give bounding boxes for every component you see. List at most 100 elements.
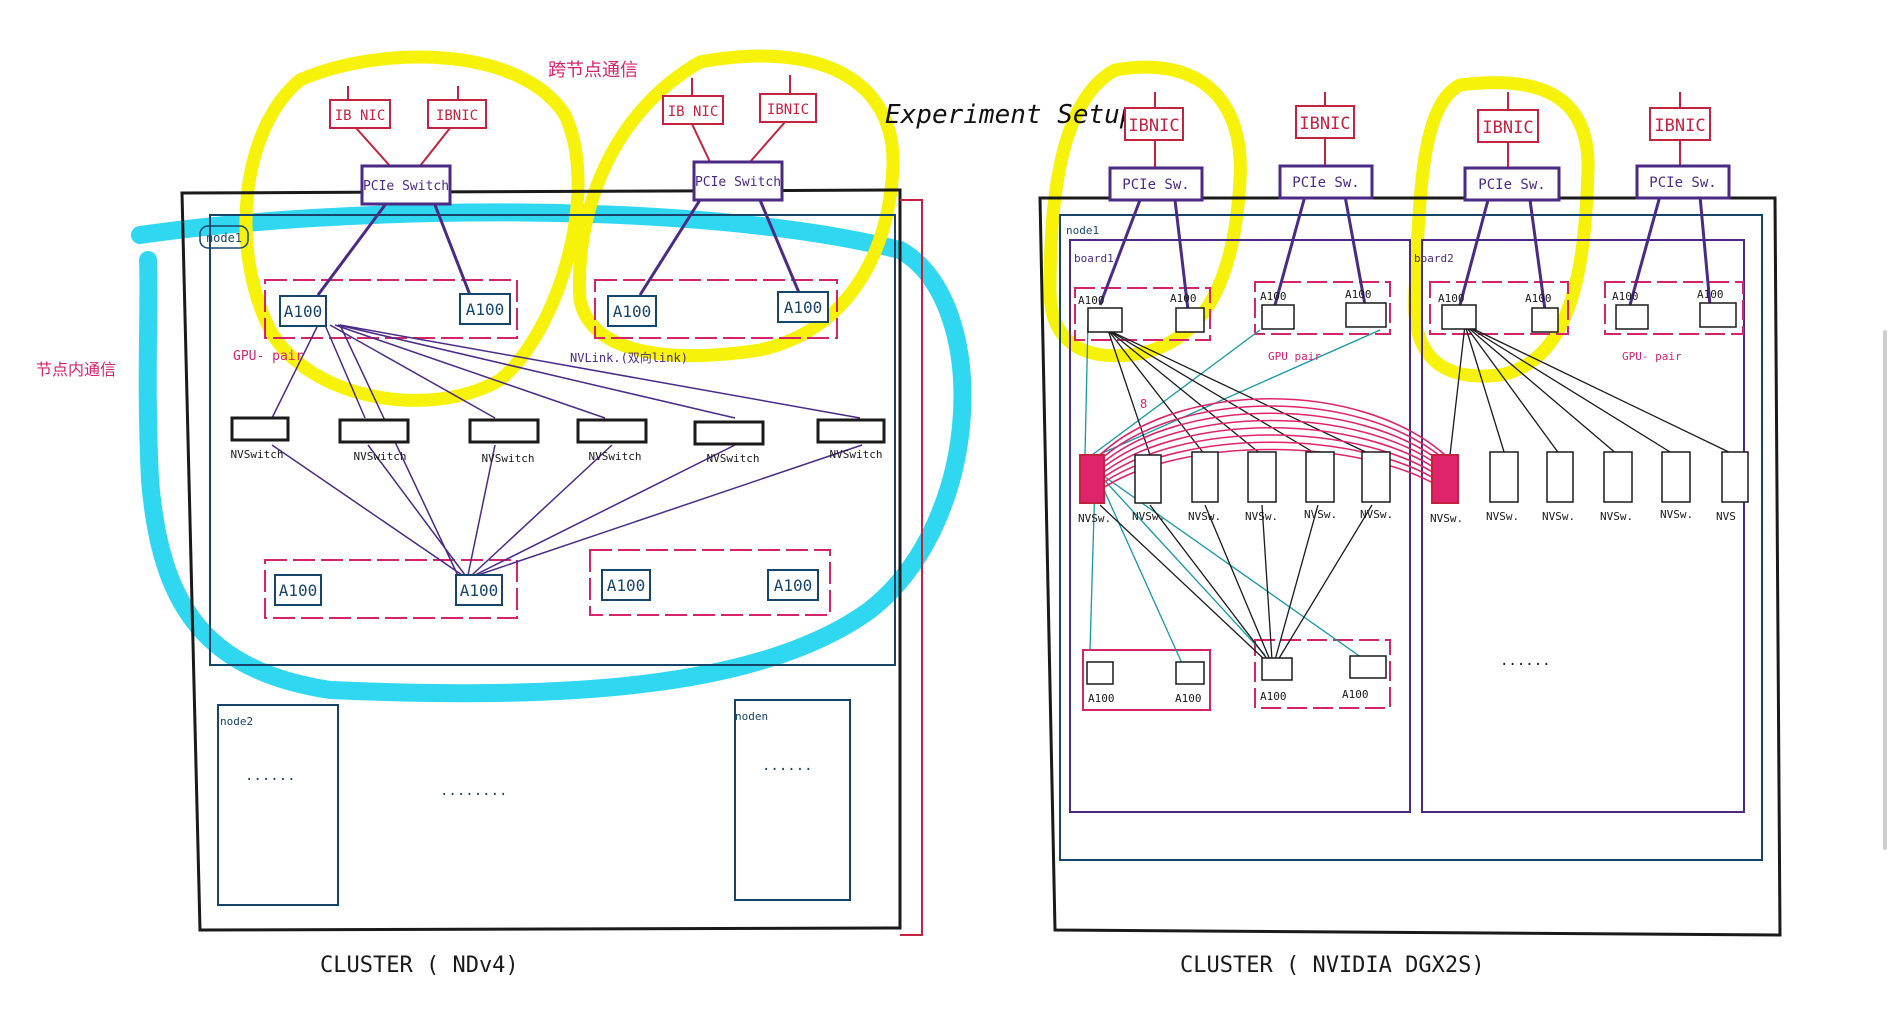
nvswitch-label: NVSw. (1542, 510, 1575, 523)
inter-node-note: 跨节点通信 (548, 60, 638, 81)
ndv4-gpus: A100 A100 A100 A100 A100 A100 A100 A100 (274, 291, 829, 606)
gpu-box (1699, 302, 1737, 328)
nvswitch-box (1661, 451, 1691, 503)
scrollbar-track[interactable] (1880, 0, 1888, 1036)
nvswitch-box (468, 418, 540, 444)
pcie-switch-box (1463, 166, 1561, 202)
gpu-label: A100 (1260, 690, 1287, 703)
nvswitch-label: NVSwitch (707, 452, 760, 465)
nvswitch-box (576, 418, 648, 444)
dgx2-labels: node1 board1 board2 GPU pair GPU- pair 8… (1066, 224, 1682, 978)
gpu-label: A100 (1078, 294, 1105, 307)
gpu-label: A100 (1525, 292, 1552, 305)
ndv4-pcie-switches: PCIe Switch PCIe Switch (360, 160, 784, 206)
gpu-box (601, 569, 651, 601)
nvswitch-box (1603, 451, 1633, 503)
nvswitch-label: NVSw. (1660, 508, 1693, 521)
inter-node-highlight-left-a (239, 50, 585, 407)
ib-nic-label: IBNIC (1299, 114, 1350, 134)
dgx2-pcie-switches: PCIe Sw. PCIe Sw. PCIe Sw. PCIe Sw. (1108, 164, 1731, 202)
ib-nic-label: IBNIC (1128, 116, 1179, 136)
gpu-box (1261, 657, 1293, 681)
gpu-box (459, 293, 511, 325)
board2-dots: ...... (1500, 653, 1551, 669)
gpu-label: A100 (784, 298, 823, 317)
cluster-dots: ........ (440, 783, 507, 799)
nvswitch-label: NVSwitch (354, 450, 407, 463)
board1-frame (1069, 239, 1411, 813)
node1-label: node1 (206, 231, 242, 245)
nvswitch-box (1489, 451, 1519, 503)
nvswitch-box (1191, 451, 1219, 503)
pcie-switch-label: PCIe Sw. (1122, 177, 1189, 193)
gpu-box (1615, 304, 1649, 330)
ib-nic-label: IBNIC (767, 102, 809, 118)
cluster-frame (180, 188, 902, 932)
gpu-pair-box-4 (589, 549, 831, 616)
dgx2-gpus: A100 A100 A100 A100 A100 A100 A100 A100 … (1078, 288, 1737, 705)
pcie-switch-box (692, 160, 784, 202)
gpu-box (1349, 655, 1387, 679)
gpu-pair-box-2 (594, 279, 838, 339)
gpu-label: A100 (613, 302, 652, 321)
gpu-label: A100 (284, 302, 323, 321)
gpu-pair-box (1254, 639, 1391, 709)
ndv4-nvswitches: NVSwitch NVSwitch NVSwitch NVSwitch NVSw… (230, 416, 886, 465)
nvswitch-box (1305, 451, 1335, 503)
gpu-pair-box (1254, 281, 1391, 335)
intra-node-highlight (131, 203, 972, 703)
gpu-pair-label: GPU pair (1268, 350, 1321, 363)
gpu-label: A100 (460, 581, 499, 600)
ib-nic-box (1295, 105, 1355, 139)
nvswitch-label: NVSw. (1245, 510, 1278, 523)
gpu-label: A100 (774, 576, 813, 595)
gpu-label: A100 (1170, 292, 1197, 305)
nvswitch-box (1431, 454, 1459, 504)
gpu-box (777, 291, 829, 323)
gpu-box (767, 569, 819, 601)
node2-dots: ...... (245, 768, 296, 784)
nvswitch-label: NVSwitch (830, 448, 883, 461)
ib-nic-box (329, 99, 391, 129)
pcie-switch-box (360, 164, 452, 206)
ib-nic-box (759, 93, 817, 123)
gpu-pair-box-3 (264, 559, 518, 619)
node2-frame (217, 704, 339, 906)
gpu-label: A100 (1342, 688, 1369, 701)
nvswitch-box (1247, 451, 1277, 503)
link-count-mark: 8 (1140, 397, 1147, 411)
gpu-box (279, 295, 327, 327)
nvswitch-label: NVS (1716, 510, 1736, 523)
ib-nic-label: IB NIC (335, 108, 386, 124)
ib-nic-box (427, 99, 487, 129)
nvswitch-box (816, 418, 886, 444)
nvswitch-box (1134, 454, 1162, 504)
gpu-label: A100 (1260, 290, 1287, 303)
gpu-box (1261, 304, 1295, 330)
board1-label: board1 (1074, 252, 1114, 265)
gpu-box (1175, 661, 1205, 685)
gpu-pair-label: GPU- pair (1622, 350, 1682, 363)
pcie-switch-label: PCIe Sw. (1649, 175, 1716, 191)
gpu-label: A100 (1175, 692, 1202, 705)
ib-nic-label: IB NIC (668, 104, 719, 120)
gpu-label: A100 (1697, 288, 1724, 301)
pcie-switch-label: PCIe Sw. (1478, 177, 1545, 193)
gpu-box (1175, 307, 1205, 333)
gpu-pair-box (1074, 287, 1211, 341)
page-title: Experiment Setup (885, 100, 1135, 130)
pcie-switch-box (1278, 164, 1374, 200)
pcie-switch-label: PCIe Sw. (1292, 175, 1359, 191)
board2-label: board2 (1414, 252, 1454, 265)
nvswitch-label: NVSwitch (589, 450, 642, 463)
nvswitch-label: NVSw. (1304, 508, 1337, 521)
intra-node-note: 节点内通信 (36, 360, 116, 379)
cluster-label: CLUSTER ( NVIDIA DGX2S) (1180, 953, 1485, 978)
scrollbar-thumb[interactable] (1883, 330, 1887, 850)
nvswitch-label: NVSw. (1132, 510, 1165, 523)
nvswitch-box (1721, 451, 1749, 503)
dgx2-links (1084, 92, 1736, 671)
gpu-box (1531, 307, 1559, 333)
ib-nic-label: IBNIC (436, 108, 478, 124)
